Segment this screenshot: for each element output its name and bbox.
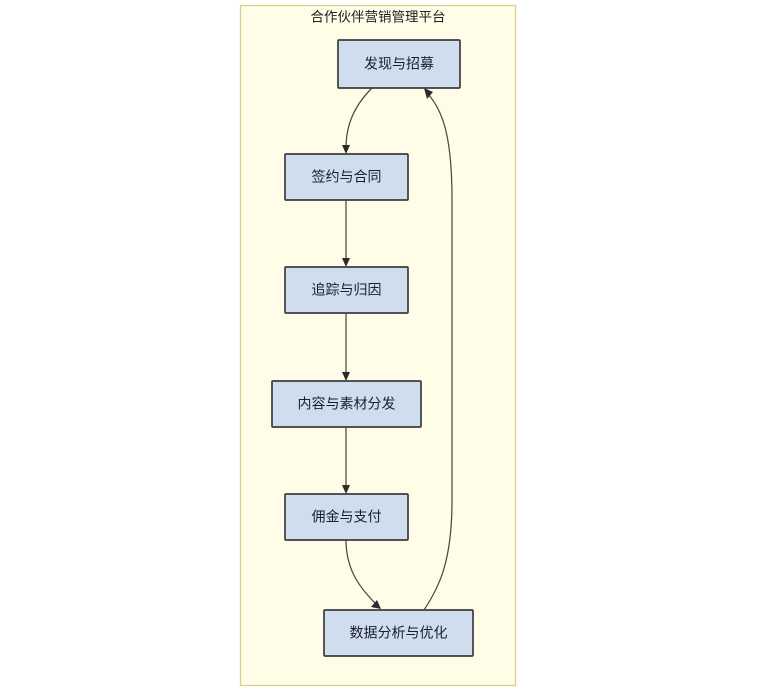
node-label: 发现与招募 [364,56,434,72]
node-commission-payment[interactable]: 佣金与支付 [284,493,409,541]
node-box[interactable] [323,609,474,657]
cluster-title: 合作伙伴营销管理平台 [311,10,446,25]
arrowhead-icon [342,145,350,154]
edge-n5-to-n6 [345,539,381,609]
cluster-container [239,4,517,687]
arrowhead-icon [342,372,350,381]
arrowhead-icon [342,258,350,267]
edge-n3-to-n4 [342,313,350,381]
node-analytics-optimization[interactable]: 数据分析与优化 [323,609,474,657]
arrowhead-icon [371,600,381,609]
node-tracking-attribution[interactable]: 追踪与归因 [284,266,409,314]
node-box[interactable] [284,266,409,314]
node-box[interactable] [284,153,409,201]
edge-n2-to-n3 [342,200,350,267]
node-label: 内容与素材分发 [298,396,396,412]
node-label: 追踪与归因 [312,282,382,298]
node-box[interactable] [271,380,422,428]
node-discover-recruit[interactable]: 发现与招募 [337,39,461,89]
arrowhead-icon [342,485,350,494]
node-content-distribution[interactable]: 内容与素材分发 [271,380,422,428]
edge-n4-to-n5 [342,427,350,494]
edge-n6-to-n1 [423,88,453,611]
edge-n1-to-n2 [342,87,373,154]
node-signing-contract[interactable]: 签约与合同 [284,153,409,201]
node-box[interactable] [284,493,409,541]
node-label: 佣金与支付 [312,509,382,525]
node-label: 签约与合同 [312,169,382,185]
arrowhead-icon [424,88,433,99]
node-box[interactable] [337,39,461,89]
node-label: 数据分析与优化 [350,625,448,641]
